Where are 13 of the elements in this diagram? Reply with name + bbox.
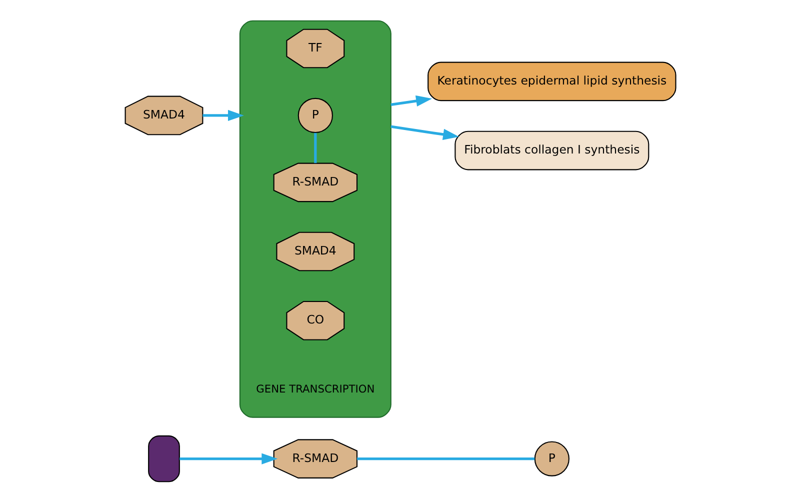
node-circle: P [297, 98, 332, 134]
node-box: Keratinocytes epidermal lipid synthesis [427, 62, 676, 102]
connector [314, 132, 316, 164]
arrow [390, 95, 432, 107]
arrow [179, 453, 278, 464]
label: GENE TRANSCRIPTION [256, 382, 374, 396]
cluster [238, 20, 391, 418]
node-circle: P [534, 441, 569, 476]
arrow [390, 125, 459, 140]
node-box: Fibroblats collagen I synthesis [454, 130, 649, 170]
connector [356, 457, 534, 460]
node-box [148, 435, 180, 482]
arrow [202, 110, 244, 122]
